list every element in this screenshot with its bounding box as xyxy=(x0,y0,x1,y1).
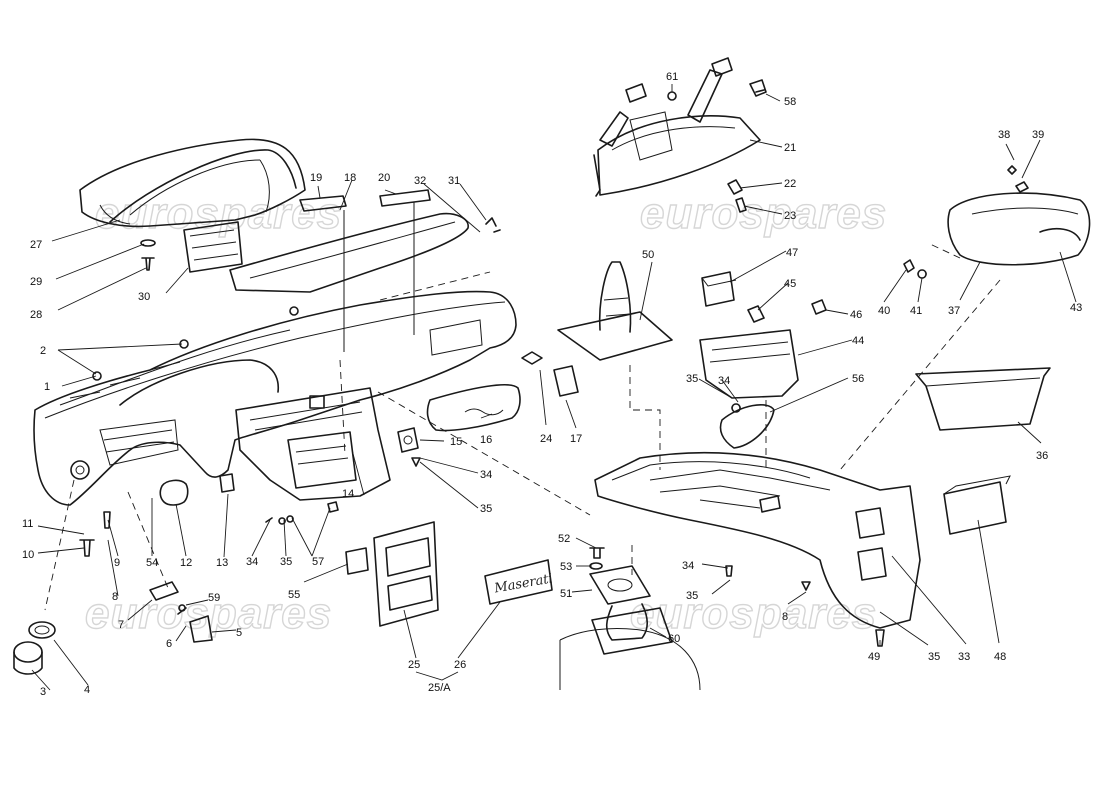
callout: 8 xyxy=(782,611,788,623)
callout: 15 xyxy=(450,436,462,448)
callout: 39 xyxy=(1032,129,1044,141)
callout: 18 xyxy=(344,172,356,184)
callout: 46 xyxy=(850,309,862,321)
glovebox-parts xyxy=(426,351,579,432)
maserati-badge-text: Maserati xyxy=(492,571,553,596)
callout: 57 xyxy=(312,556,324,568)
handbrake-assembly xyxy=(593,57,767,213)
callout: 35 xyxy=(686,590,698,602)
callout: 34 xyxy=(682,560,694,572)
armrest xyxy=(903,165,1091,279)
callout: 9 xyxy=(114,557,120,569)
callout: 14 xyxy=(342,488,354,500)
callout: 50 xyxy=(642,249,654,261)
dashboard-main xyxy=(33,290,517,506)
fasteners xyxy=(79,403,885,647)
callout: 51 xyxy=(560,588,572,600)
center-stack xyxy=(235,387,391,501)
callout: 54 xyxy=(146,557,158,569)
upper-tray xyxy=(229,189,501,352)
callout: 38 xyxy=(998,129,1010,141)
callout: 29 xyxy=(30,276,42,288)
callout: 30 xyxy=(138,291,150,303)
instrument-hood xyxy=(79,138,306,228)
callout: 19 xyxy=(310,172,322,184)
callout: 44 xyxy=(852,335,864,347)
callout: 35 xyxy=(686,373,698,385)
callout: 25 xyxy=(408,659,420,671)
callout: 5 xyxy=(236,627,242,639)
assembly-lines xyxy=(44,243,1001,611)
callout: 41 xyxy=(910,305,922,317)
callout: 35 xyxy=(280,556,292,568)
watermark: eurospares xyxy=(630,589,877,638)
callout: 34 xyxy=(718,375,730,387)
watermark: eurospares xyxy=(95,189,342,238)
callout: 11 xyxy=(22,518,33,530)
callout: 2 xyxy=(40,345,46,357)
callout-labels: 1 2 3 4 5 6 7 8 9 10 11 12 13 14 15 16 1… xyxy=(22,71,1082,698)
callout: 60 xyxy=(668,633,680,645)
console-upper-parts xyxy=(699,271,827,399)
callout: 31 xyxy=(448,175,460,187)
callout: 7 xyxy=(118,619,124,631)
hood-fittings xyxy=(140,221,243,273)
gear-gaiter xyxy=(557,261,775,449)
callout: 52 xyxy=(558,533,570,545)
callout: 40 xyxy=(878,305,890,317)
callout: 12 xyxy=(180,557,192,569)
callout: 16 xyxy=(480,434,492,446)
callout: 45 xyxy=(784,278,796,290)
callout: 3 xyxy=(40,686,46,698)
callout: 34 xyxy=(246,556,258,568)
knob-parts xyxy=(13,581,213,675)
callout: 13 xyxy=(216,557,228,569)
callout: 55 xyxy=(288,589,300,601)
callout: 49 xyxy=(868,651,880,663)
callout: 6 xyxy=(166,638,172,650)
callout: 26 xyxy=(454,659,466,671)
callout: 22 xyxy=(784,178,796,190)
callout: 33 xyxy=(958,651,970,663)
callout: 17 xyxy=(570,433,582,445)
switch-panel xyxy=(943,475,1011,535)
gear-boot xyxy=(559,547,701,691)
callout: 47 xyxy=(786,247,798,259)
callout: 61 xyxy=(666,71,678,83)
callout: 35 xyxy=(480,503,492,515)
callout: 27 xyxy=(30,239,42,251)
callout: 34 xyxy=(480,469,492,481)
callout: 24 xyxy=(540,433,552,445)
callout: 53 xyxy=(560,561,572,573)
radio-surround: Maserati xyxy=(345,521,554,627)
callout: 58 xyxy=(784,96,796,108)
callout: 21 xyxy=(784,142,796,154)
switches xyxy=(159,427,419,506)
callout: 37 xyxy=(948,305,960,317)
callout: 59 xyxy=(208,592,220,604)
callout: 10 xyxy=(22,549,34,561)
callout: 28 xyxy=(30,309,42,321)
callout: 35 xyxy=(928,651,940,663)
console-bin xyxy=(915,367,1051,431)
callout: 43 xyxy=(1070,302,1082,314)
watermark: eurospares xyxy=(85,589,332,638)
callout: 23 xyxy=(784,210,796,222)
watermark: eurospares xyxy=(640,189,887,238)
callout: 36 xyxy=(1036,450,1048,462)
callout: 56 xyxy=(852,373,864,385)
callout: 32 xyxy=(414,175,426,187)
callout: 4 xyxy=(84,684,90,696)
callout: 48 xyxy=(994,651,1006,663)
callout: 8 xyxy=(112,591,118,603)
leader-lines xyxy=(31,84,1077,691)
callout: 1 xyxy=(44,381,50,393)
callout: 20 xyxy=(378,172,390,184)
callout: 25/A xyxy=(428,682,451,694)
centre-console xyxy=(594,451,921,629)
